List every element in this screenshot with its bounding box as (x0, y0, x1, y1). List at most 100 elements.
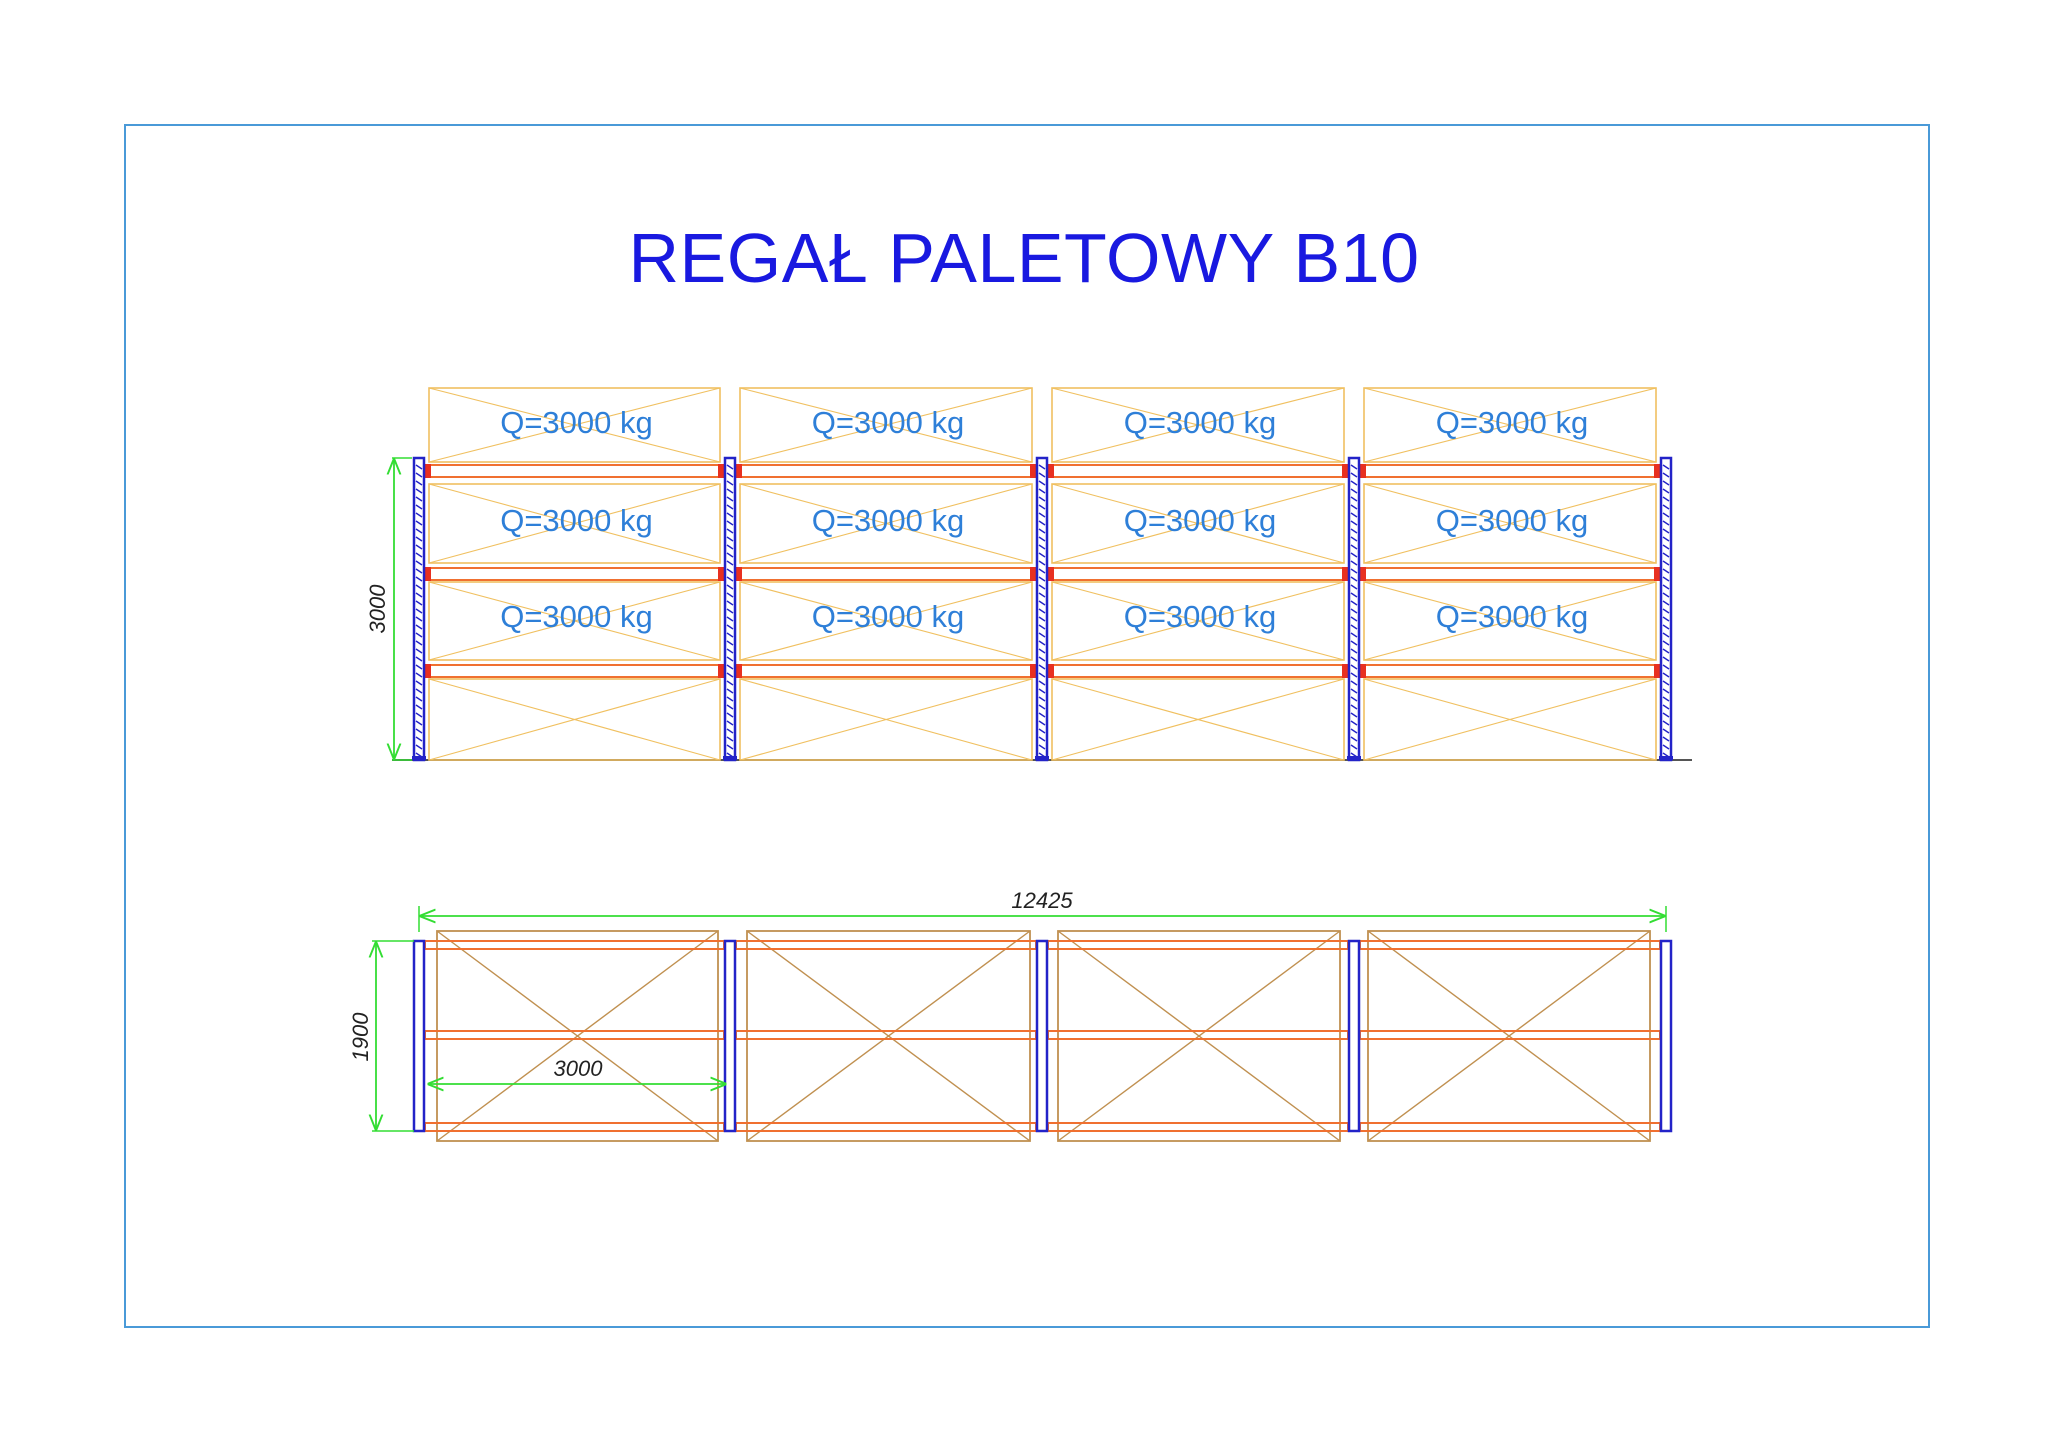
upright-perforation (415, 704, 423, 710)
upright-perforation (726, 488, 734, 494)
upright-perforation (415, 664, 423, 670)
upright-perforation (1350, 544, 1358, 550)
upright-perforation (726, 464, 734, 470)
upright-perforation (1662, 472, 1670, 478)
upright-perforation (726, 504, 734, 510)
upright-perforation (1038, 464, 1046, 470)
beam-connector (1030, 567, 1037, 581)
plan-pallets (436, 930, 1651, 1142)
upright-perforation (415, 744, 423, 750)
upright-perforation (415, 736, 423, 742)
upright-perforation (726, 592, 734, 598)
upright-perforation (415, 536, 423, 542)
upright-perforation (726, 560, 734, 566)
beam-connector (1654, 664, 1661, 678)
upright-perforation (1038, 600, 1046, 606)
upright-perforation (415, 592, 423, 598)
upright-perforation (1662, 664, 1670, 670)
pallet-plan-cross (746, 930, 1031, 1142)
upright-perforation (1350, 648, 1358, 654)
plan-beam (735, 1122, 1037, 1132)
upright-perforation (415, 560, 423, 566)
upright-perforation (726, 552, 734, 558)
upright-perforation (415, 464, 423, 470)
upright-perforation (1038, 576, 1046, 582)
upright-perforation (726, 696, 734, 702)
upright-perforation (415, 688, 423, 694)
upright-perforation (1662, 504, 1670, 510)
upright-perforation (1662, 696, 1670, 702)
upright-perforation (1038, 528, 1046, 534)
upright-perforation (1662, 744, 1670, 750)
pallet-front (1363, 678, 1657, 761)
pallet-cross (1363, 678, 1657, 761)
upright-perforation (1038, 520, 1046, 526)
beam (734, 464, 1038, 478)
upright-perforation (1662, 600, 1670, 606)
load-capacity-label: Q=3000 kg (1124, 405, 1277, 440)
beam-connector (718, 567, 725, 581)
beam-connector (735, 464, 742, 478)
height-dimension: 3000 (365, 457, 412, 761)
upright-perforation (1350, 720, 1358, 726)
upright-perforation (1662, 480, 1670, 486)
pallet-cross (428, 387, 721, 463)
upright-perforation (1350, 680, 1358, 686)
beam (423, 664, 726, 678)
upright-perforation (1662, 656, 1670, 662)
pallet-plan (1057, 930, 1341, 1142)
upright-perforation (1350, 584, 1358, 590)
upright-perforation (1350, 600, 1358, 606)
upright-perforation (1662, 720, 1670, 726)
length-dimension: 12425 (418, 888, 1667, 932)
upright-perforation (726, 736, 734, 742)
beam (1046, 567, 1350, 581)
upright-perforation (1350, 488, 1358, 494)
upright-perforation (415, 672, 423, 678)
upright-perforation (1662, 640, 1670, 646)
upright-perforation (1662, 552, 1670, 558)
upright-perforation (726, 568, 734, 574)
bay-width-label: 3000 (554, 1056, 604, 1081)
upright-perforation (1350, 616, 1358, 622)
pallet-front (1051, 678, 1345, 761)
height-label: 3000 (365, 584, 390, 634)
upright-perforation (415, 712, 423, 718)
pallet-cross (1363, 483, 1657, 564)
upright-perforation (415, 504, 423, 510)
upright-perforation (415, 552, 423, 558)
upright-perforation (1038, 720, 1046, 726)
beam-connector (1030, 664, 1037, 678)
upright-perforation (1662, 536, 1670, 542)
pallet-plan (746, 930, 1031, 1142)
pallet-cross (739, 678, 1033, 761)
upright-perforation (726, 656, 734, 662)
upright-perforation (1662, 560, 1670, 566)
upright-perforation (415, 568, 423, 574)
upright-perforation (1350, 696, 1358, 702)
pallet-cross (1363, 387, 1657, 463)
upright-perforation (1038, 728, 1046, 734)
load-capacity-label: Q=3000 kg (812, 599, 965, 634)
beam (1358, 567, 1662, 581)
load-capacity-label: Q=3000 kg (1124, 599, 1277, 634)
upright-perforation (726, 472, 734, 478)
depth-dimension: 1900 (348, 940, 414, 1132)
beam-connector (1047, 464, 1054, 478)
upright-perforation (1662, 608, 1670, 614)
load-capacity-label: Q=3000 kg (500, 405, 653, 440)
upright-perforation (415, 632, 423, 638)
upright-perforation (1038, 704, 1046, 710)
pallet-front (1051, 387, 1345, 463)
beam-connector (1654, 567, 1661, 581)
pallet-front (428, 581, 721, 661)
upright-perforation (1662, 544, 1670, 550)
pallet-front (428, 483, 721, 564)
upright-perforation (726, 640, 734, 646)
bay-width-dimension: 3000 (429, 1056, 725, 1084)
load-capacity-label: Q=3000 kg (1436, 503, 1589, 538)
upright-perforation (1662, 616, 1670, 622)
pallet-cross (1051, 678, 1345, 761)
beam-connector (735, 664, 742, 678)
beam (1046, 464, 1350, 478)
